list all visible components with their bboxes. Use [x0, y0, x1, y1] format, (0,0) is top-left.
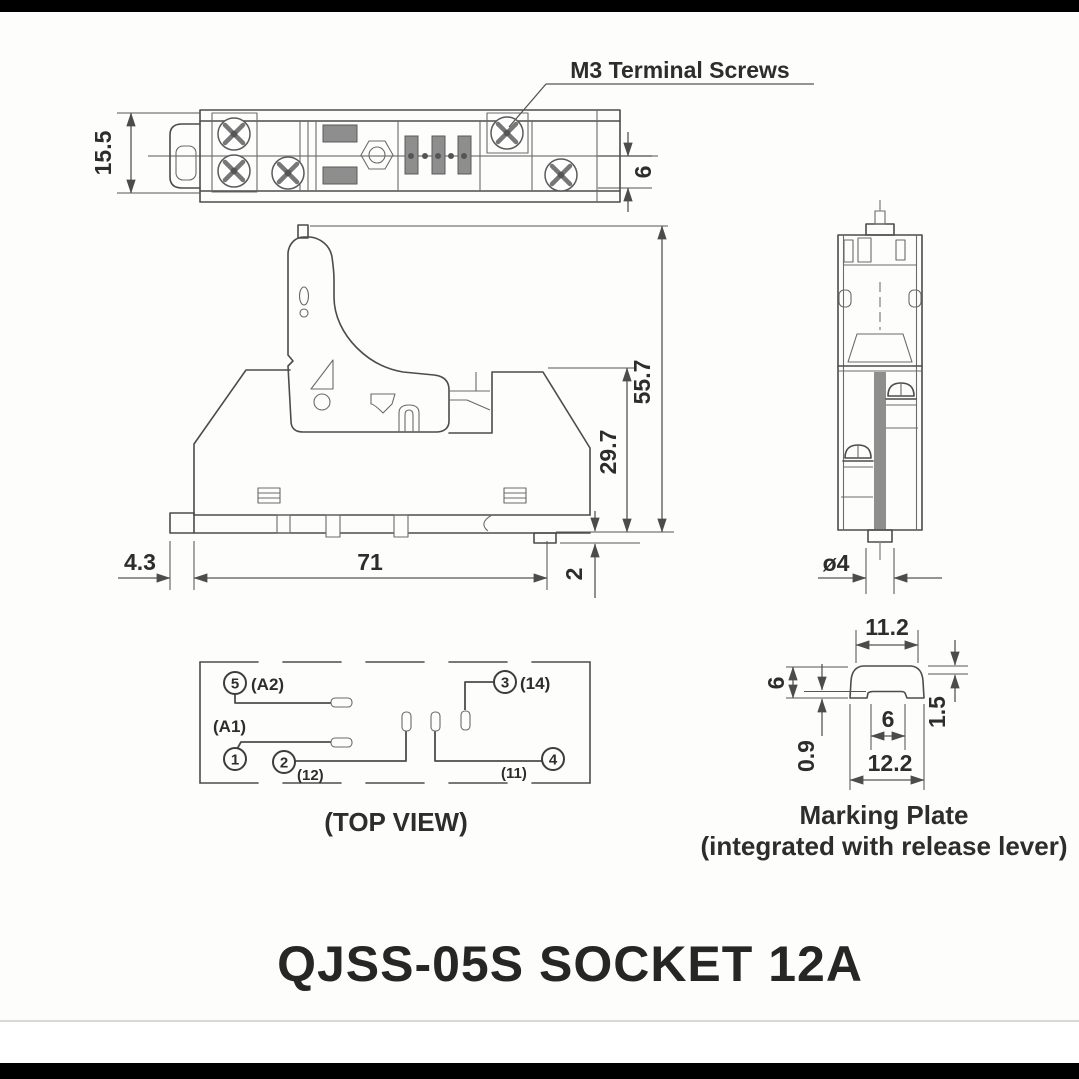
terminal-schematic: 5 (A2) 3 (14) (A1) 1 2 (12) 4 (11): [199, 661, 591, 837]
dim-label-71: 71: [357, 549, 383, 575]
marking-plate-outline: [849, 665, 925, 699]
contact-pad: [460, 710, 471, 731]
top-view-drawing: 15.5 6 M3 Terminal Screws: [90, 57, 814, 212]
dim-label-11-2: 11.2: [865, 614, 909, 640]
marking-plate-caption-line2: (integrated with release lever): [700, 831, 1067, 861]
dim-plate-bottom-width: 12.2: [849, 704, 925, 790]
terminal-5-label: (A2): [251, 675, 284, 694]
marking-plate-drawing: 11.2 6 0.9 1.5: [700, 614, 1067, 861]
lower-white-strip: [0, 1022, 1079, 1063]
terminal-1: (A1) 1: [213, 717, 247, 771]
m3-terminal-screws-label: M3 Terminal Screws: [570, 57, 789, 83]
mounting-pin: [325, 514, 341, 538]
hex-nut: [360, 140, 394, 170]
mounting-pin: [393, 514, 409, 538]
terminal-2: 2 (12): [272, 750, 324, 784]
terminal-4-label: (11): [501, 765, 527, 782]
bottom-pin: [867, 529, 893, 543]
contact-pad: [430, 711, 441, 732]
socket-body-front: [169, 369, 591, 544]
top-view-internal-walls: [211, 110, 598, 202]
dim-top-view-height: 15.5: [90, 112, 200, 194]
terminal-4: 4 (11): [501, 747, 565, 782]
dim-label-1-5: 1.5: [924, 696, 950, 728]
left-foot: [169, 512, 195, 534]
dim-label-0-9: 0.9: [793, 740, 819, 772]
marking-plate-caption-line1: Marking Plate: [799, 800, 968, 830]
bottom-letterbox-bar: [0, 1063, 1079, 1079]
din-clip-outline: [169, 123, 201, 189]
side-view-drawing: ø4: [818, 200, 942, 594]
dim-label-4-3: 4.3: [124, 549, 156, 575]
dim-front-width: 71 4.3: [118, 541, 548, 590]
terminal-1-label: (A1): [213, 717, 246, 736]
dim-plate-lip: 1.5: [924, 640, 968, 728]
m3-terminal-screws-callout: M3 Terminal Screws: [508, 57, 814, 128]
dim-label-6-notch: 6: [882, 706, 895, 732]
dim-label-6-top: 6: [630, 166, 656, 179]
dim-label-2: 2: [561, 568, 587, 581]
terminal-5: 5 (A2): [223, 671, 284, 695]
terminal-3: 3 (14): [493, 670, 550, 694]
content-divider: [0, 1020, 1079, 1022]
terminal-4-number: 4: [549, 752, 558, 769]
dim-label-15-5: 15.5: [90, 130, 116, 175]
terminal-2-number: 2: [280, 755, 288, 772]
terminal-2-label: (12): [297, 767, 324, 784]
side-view-top-details: [838, 237, 922, 363]
center-contact-block: [322, 124, 472, 185]
dim-front-rail-step: 2: [560, 511, 640, 598]
contact-pad: [330, 697, 353, 708]
dim-top-view-screw-depth: 6: [598, 132, 656, 212]
terminal-5-number: 5: [231, 676, 239, 693]
rail-hook-step: [533, 532, 557, 544]
center-contact-bar: [874, 372, 886, 530]
product-title: QJSS-05S SOCKET 12A: [277, 936, 863, 992]
front-view-drawing: 55.7 29.7 71 4.3: [118, 224, 674, 598]
dim-label-12-2: 12.2: [868, 750, 913, 776]
dim-side-pin-diameter: ø4: [818, 548, 942, 594]
schematic-wires: [234, 681, 542, 762]
dim-plate-top-width: 11.2: [855, 614, 919, 663]
lever-shield-detail: [370, 393, 396, 414]
dim-label-55-7: 55.7: [629, 360, 655, 405]
terminal-3-number: 3: [501, 675, 509, 692]
dim-plate-notch-depth: 0.9: [793, 664, 866, 772]
contact-pad: [401, 711, 412, 732]
terminal-1-number: 1: [231, 752, 239, 769]
dim-front-body-height: 29.7: [548, 367, 634, 533]
dim-plate-height: 6: [763, 666, 848, 699]
dim-label-29-7: 29.7: [595, 430, 621, 475]
top-letterbox-bar: [0, 0, 1079, 12]
vent-slots: [257, 487, 527, 504]
dim-label-6-plate: 6: [763, 677, 789, 690]
dim-label-o4: ø4: [823, 550, 850, 576]
terminal-3-label: (14): [520, 674, 550, 693]
terminal-screws-top: [218, 112, 577, 191]
top-view-caption: (TOP VIEW): [324, 807, 468, 837]
side-terminal-screws: [841, 382, 918, 498]
lever-latch-detail: [310, 359, 334, 390]
dim-plate-notch-width: 6: [870, 704, 906, 750]
release-lever: [287, 224, 450, 433]
dim-front-total-height: 55.7: [310, 225, 674, 533]
contact-pad: [330, 737, 353, 748]
